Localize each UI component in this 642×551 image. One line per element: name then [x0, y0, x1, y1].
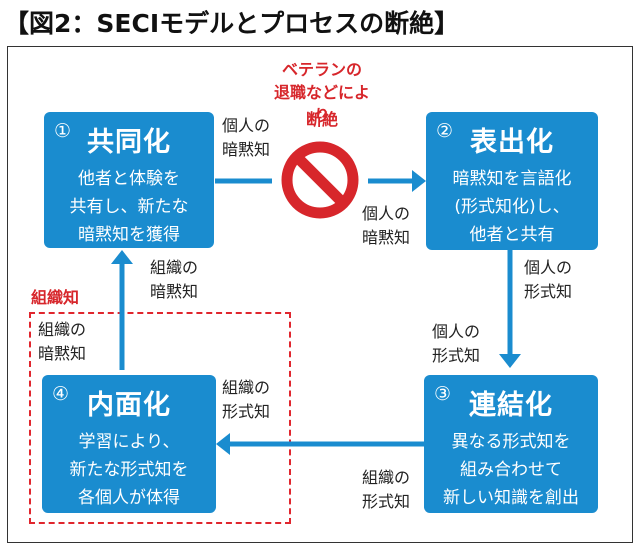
box-desc-externalization: 暗黙知を言語化 (形式知化)し、 他者と共有: [452, 169, 572, 245]
label-org-tacit-in: 組織の 暗黙知: [150, 258, 199, 301]
label-org-tacit-out: 組織の 暗黙知: [38, 320, 87, 363]
box-title-externalization: 表出化: [470, 127, 554, 158]
box-title-combination: 連結化: [469, 390, 553, 421]
step-number-1: ①: [54, 120, 72, 142]
step-number-3: ③: [434, 383, 452, 405]
label-individual-tacit-out: 個人の 暗黙知: [222, 116, 271, 159]
arrow-2-to-3-head: [499, 354, 521, 368]
org-knowledge-region: [29, 312, 291, 524]
arrow-1-to-2-head: [412, 170, 426, 192]
label-org-explicit-in: 組織の 形式知: [222, 378, 271, 421]
box-socialization: ① 共同化 他者と体験を 共有し、新たな 暗黙知を獲得: [44, 112, 214, 248]
page-title: 【図2：SECIモデルとプロセスの断絶】: [4, 9, 460, 38]
box-desc-combination: 異なる形式知を 組み合わせて 新しい知識を創出: [443, 432, 579, 508]
box-combination: ③ 連結化 異なる形式知を 組み合わせて 新しい知識を創出: [424, 375, 598, 513]
label-individual-tacit-in: 個人の 暗黙知: [362, 204, 411, 247]
step-number-4: ④: [52, 383, 70, 405]
step-number-2: ②: [436, 120, 454, 142]
box-desc-socialization: 他者と体験を 共有し、新たな 暗黙知を獲得: [69, 169, 189, 245]
box-externalization: ② 表出化 暗黙知を言語化 (形式知化)し、 他者と共有: [426, 112, 598, 250]
prohibition-icon: [281, 141, 359, 219]
arrow-4-to-1-head: [111, 250, 133, 264]
box-desc-internalization: 学習により、 新たな形式知を 各個人が体得: [69, 432, 189, 508]
veteran-retirement-note: ベテランの 退職などにより: [273, 60, 370, 125]
box-title-internalization: 内面化: [87, 390, 171, 421]
label-org-explicit-out: 組織の 形式知: [362, 468, 411, 511]
label-individual-explicit-in: 個人の 形式知: [432, 322, 481, 365]
arrow-3-to-4-head: [216, 433, 230, 455]
diagram-frame: [7, 46, 633, 543]
org-knowledge-label: 組織知: [31, 288, 80, 307]
break-label: 断絶: [305, 110, 338, 129]
label-individual-explicit-out: 個人の 形式知: [524, 258, 573, 301]
box-internalization: ④ 内面化 学習により、 新たな形式知を 各個人が体得: [42, 375, 216, 513]
box-title-socialization: 共同化: [87, 127, 171, 158]
